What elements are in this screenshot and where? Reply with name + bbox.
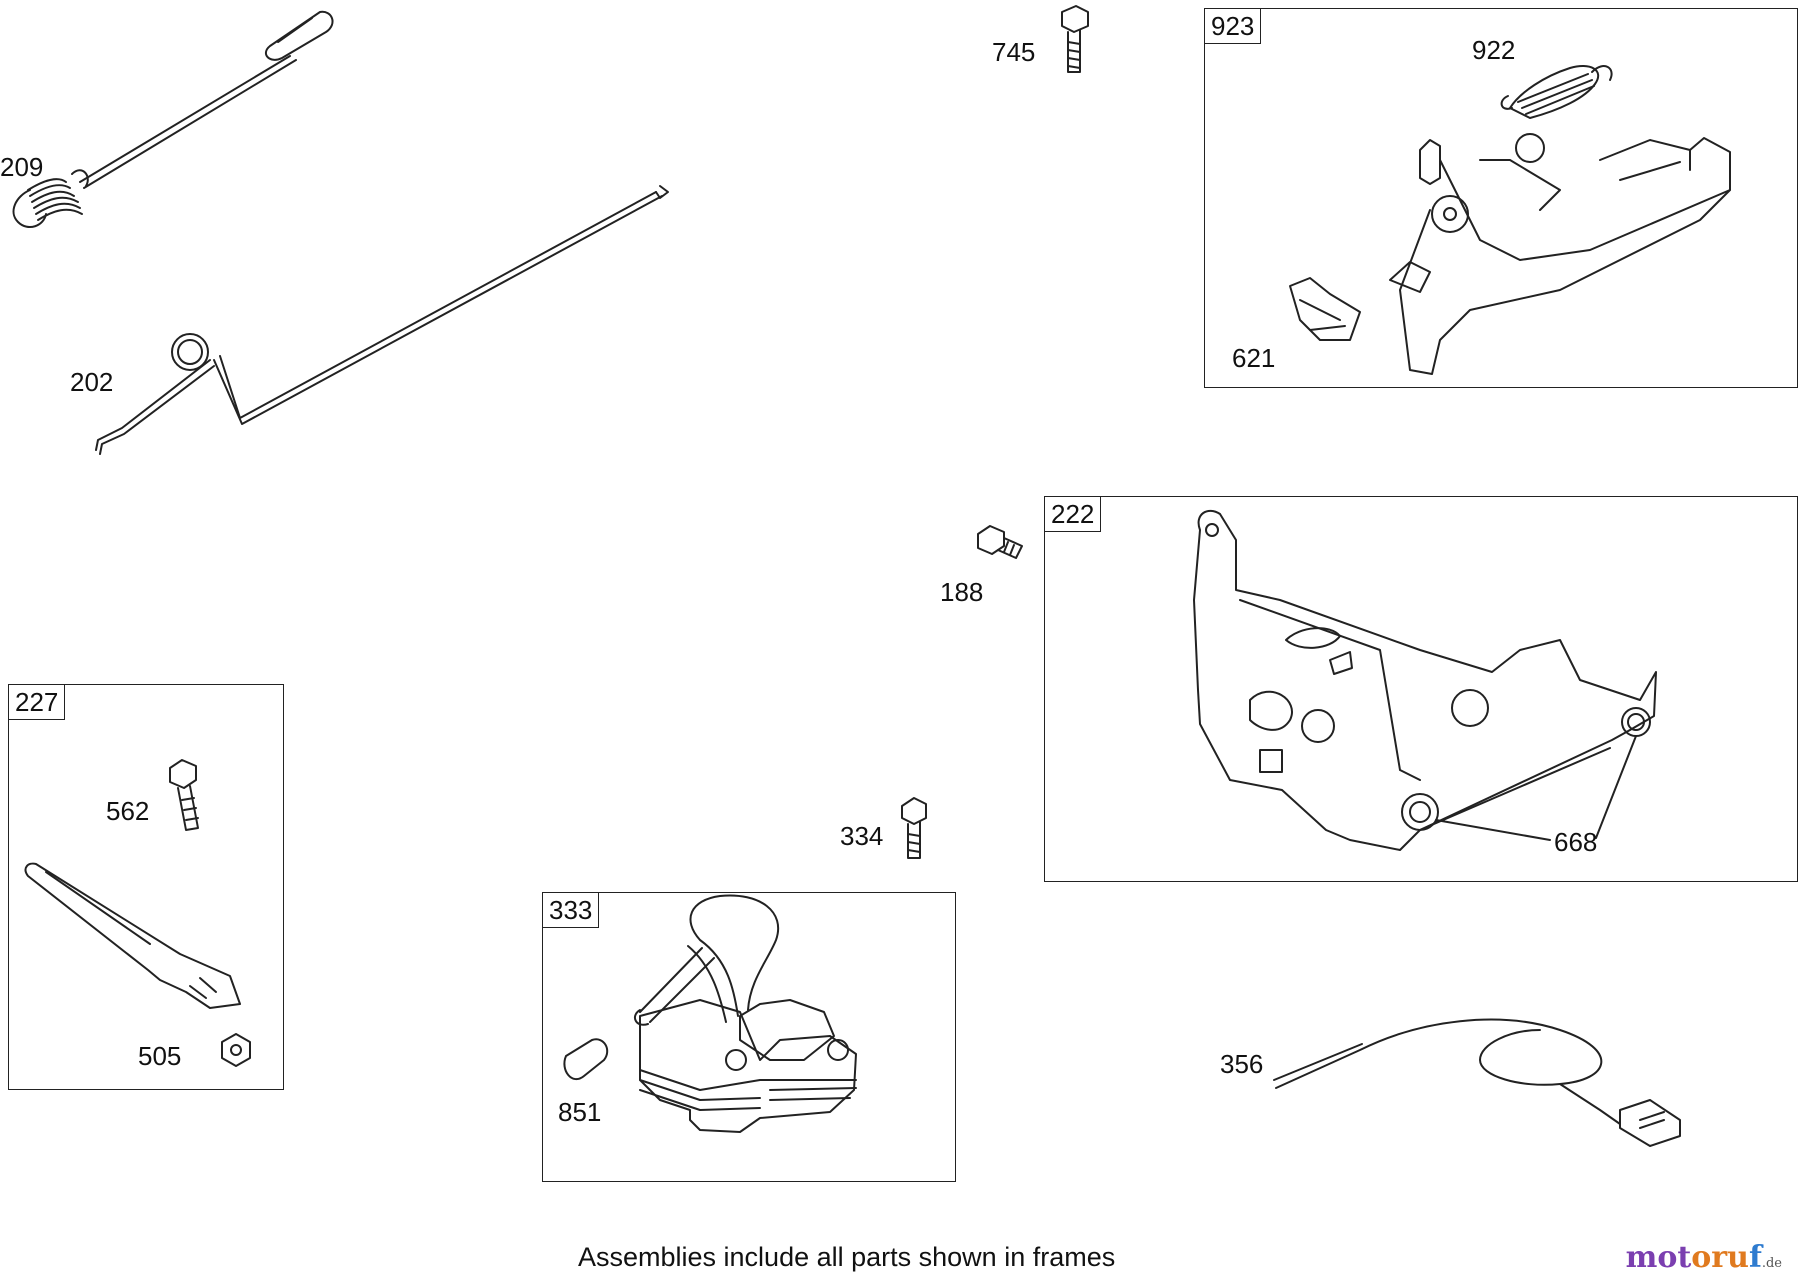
rod-202-drawing	[95, 185, 669, 455]
label-356: 356	[1220, 1049, 1264, 1079]
brand-logo: motoruf.de	[1625, 1240, 1782, 1275]
bolt-745-drawing	[1061, 5, 1089, 73]
frame-tag-923: 923	[1205, 9, 1262, 44]
label-188: 188	[940, 577, 984, 607]
frame-227: 227	[8, 684, 284, 1090]
label-621: 621	[1232, 343, 1276, 373]
frame-tag-333: 333	[543, 893, 600, 928]
label-562: 562	[106, 796, 150, 826]
label-202: 202	[70, 367, 114, 397]
bolt-334-drawing	[901, 797, 927, 859]
label-745: 745	[992, 37, 1036, 67]
diagram-caption: Assemblies include all parts shown in fr…	[578, 1242, 1116, 1272]
coil-333-drawing	[563, 894, 857, 1133]
frame-333: 333	[542, 892, 956, 1182]
lever-227-drawing	[24, 759, 251, 1067]
spring-209-drawing	[12, 10, 334, 229]
wire-356-drawing	[1273, 1018, 1681, 1147]
governor-923-drawing	[1289, 65, 1731, 375]
frame-tag-222: 222	[1045, 497, 1102, 532]
label-209: 209	[0, 152, 44, 182]
frame-923: 923	[1204, 8, 1798, 388]
label-922: 922	[1472, 35, 1516, 65]
label-505: 505	[138, 1041, 182, 1071]
label-668: 668	[1554, 827, 1598, 857]
label-851: 851	[558, 1097, 602, 1127]
frame-tag-227: 227	[9, 685, 66, 720]
frame-222: 222	[1044, 496, 1798, 882]
bracket-222-drawing	[1193, 509, 1657, 851]
bolt-188-drawing	[977, 525, 1023, 559]
leader-668	[1435, 735, 1637, 841]
label-334: 334	[840, 821, 884, 851]
